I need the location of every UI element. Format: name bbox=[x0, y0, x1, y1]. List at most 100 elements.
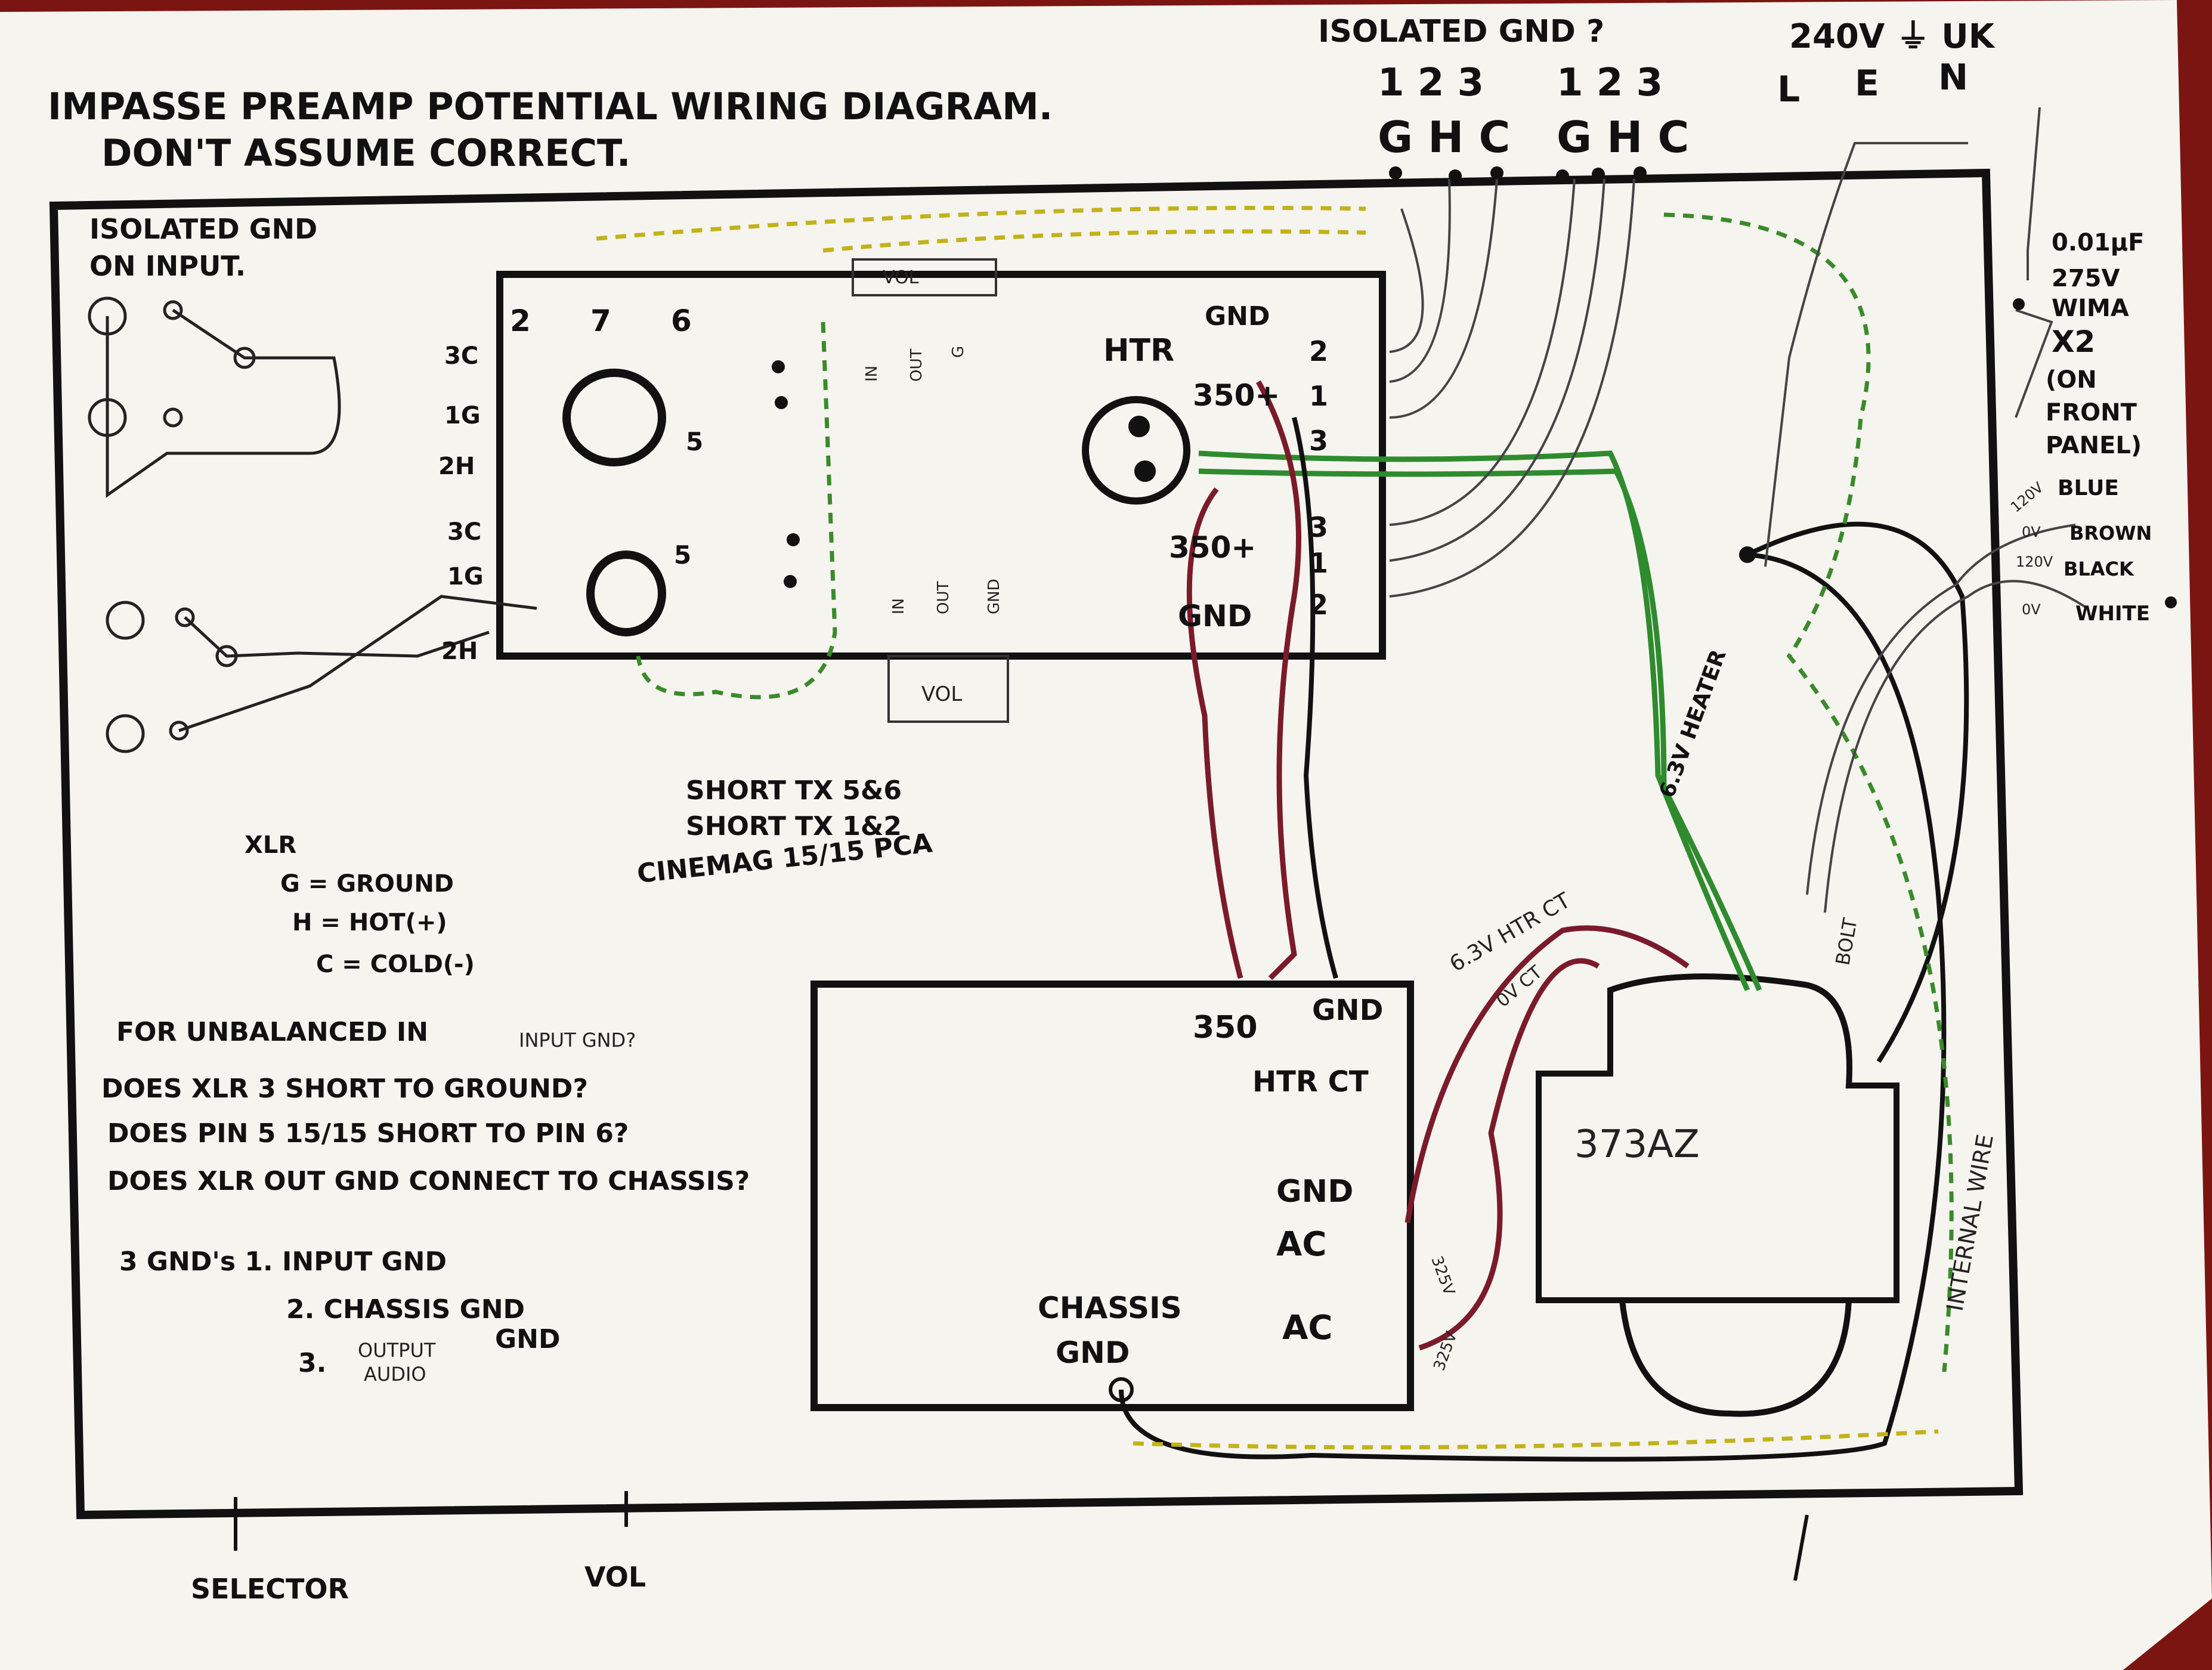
psu-gnd-mid: GND bbox=[1276, 1174, 1353, 1210]
psu-chassis-2: GND bbox=[1056, 1335, 1130, 1370]
mains-wire-white: WHITE bbox=[2075, 602, 2150, 626]
xlr-b-numbers: 1 2 3 bbox=[1557, 61, 1663, 105]
vol-top-out: OUT bbox=[908, 349, 926, 382]
title-line1: IMPASSE PREAMP POTENTIAL WIRING DIAGRAM. bbox=[48, 85, 1053, 128]
gnds-3-audio: AUDIO bbox=[364, 1363, 426, 1386]
input-jacks bbox=[88, 296, 537, 753]
cap-front: FRONT bbox=[2046, 399, 2137, 426]
vol-top-label: VOL bbox=[883, 267, 919, 288]
input-lower-1g: 1G bbox=[447, 563, 484, 590]
psu-gnd-top: GND bbox=[1312, 994, 1383, 1027]
vol-bot-in: IN bbox=[890, 598, 908, 614]
psu-ac-2: AC bbox=[1282, 1309, 1332, 1347]
xlr-legend-c: C = COLD(-) bbox=[316, 951, 475, 978]
title-line2: DON'T ASSUME CORRECT. bbox=[101, 131, 630, 175]
question-3: DOES PIN 5 15/15 SHORT TO PIN 6? bbox=[107, 1118, 629, 1149]
gnds-3a: 3. bbox=[298, 1348, 326, 1378]
right-pin-2b: 2 bbox=[1309, 589, 1328, 621]
tube-socket bbox=[1082, 396, 1190, 505]
input-gnd-above: INPUT GND? bbox=[519, 1029, 636, 1052]
front-selector-label: SELECTOR bbox=[191, 1573, 349, 1605]
tx-pin-5a: 5 bbox=[686, 427, 703, 456]
cap-value: 0.01µF bbox=[2052, 229, 2144, 256]
amp-gnd-top: GND bbox=[1205, 301, 1270, 332]
amp-pin-6: 6 bbox=[671, 304, 692, 338]
input-transformers bbox=[562, 369, 666, 636]
psu-chassis-1: CHASSIS bbox=[1038, 1291, 1182, 1325]
vol-top-g: G bbox=[949, 346, 967, 358]
gnds-2: 2. CHASSIS GND bbox=[286, 1294, 525, 1325]
isolated-gnd-note-2: ON INPUT. bbox=[89, 250, 246, 282]
chassis-outline bbox=[49, 168, 2024, 1520]
mains-voltage: 240V ⏚ UK bbox=[1789, 17, 1996, 56]
transformer-body bbox=[1536, 973, 1899, 1303]
question-2: DOES XLR 3 SHORT TO GROUND? bbox=[101, 1074, 588, 1104]
vol-pot-bottom bbox=[887, 655, 1009, 723]
xlr-legend-h: H = HOT(+) bbox=[292, 909, 447, 936]
mains-wire-blue: BLUE bbox=[2058, 476, 2119, 500]
right-pin-1b: 1 bbox=[1309, 547, 1328, 579]
xlr-a-letters: G H C bbox=[1378, 112, 1510, 162]
input-upper-2h: 2H bbox=[438, 453, 475, 480]
cap-on: (ON bbox=[2046, 366, 2097, 394]
question-1: FOR UNBALANCED IN bbox=[116, 1017, 428, 1047]
vol-top-in: IN bbox=[863, 366, 881, 382]
mains-n: N bbox=[1938, 57, 1968, 98]
mains-wire-brown: BROWN bbox=[2069, 522, 2152, 545]
vol-bot-gnd: GND bbox=[985, 579, 1003, 614]
cap-voltage: 275V bbox=[2052, 265, 2120, 292]
htr-label: HTR bbox=[1103, 333, 1174, 369]
shield-wire-yellow-green bbox=[596, 206, 1954, 1450]
transformer-model: 373AZ bbox=[1574, 1122, 1700, 1167]
gnds-title: 3 GND's 1. INPUT GND bbox=[119, 1247, 447, 1277]
isolated-gnd-note-1: ISOLATED GND bbox=[89, 213, 317, 245]
psu-ac-1: AC bbox=[1276, 1225, 1326, 1264]
xlr-isolated-label: ISOLATED GND ? bbox=[1318, 14, 1604, 50]
xlr-b-letters: G H C bbox=[1557, 112, 1689, 162]
front-panel-ticks bbox=[234, 1491, 1809, 1581]
mains-l: L bbox=[1777, 69, 1800, 110]
vol-bottom-label: VOL bbox=[921, 682, 962, 706]
mains-wire-v4: 0V bbox=[2022, 601, 2041, 618]
signal-wires bbox=[1389, 107, 2089, 913]
right-pin-2a: 2 bbox=[1309, 335, 1328, 367]
cap-panel: PANEL) bbox=[2046, 432, 2142, 459]
amp-gnd-bottom: GND bbox=[1178, 599, 1252, 633]
right-pin-3a: 3 bbox=[1309, 425, 1328, 457]
pin-dots bbox=[772, 166, 2177, 1402]
b-plus-wire-red bbox=[1186, 380, 1690, 1351]
right-pin-3b: 3 bbox=[1309, 511, 1328, 543]
tx-pin-5b: 5 bbox=[674, 540, 691, 570]
note-short-2: SHORT TX 1&2 bbox=[686, 811, 902, 842]
input-lower-2h: 2H bbox=[441, 638, 478, 665]
xlr-a-numbers: 1 2 3 bbox=[1378, 61, 1484, 105]
xlr-legend-title: XLR bbox=[245, 831, 296, 859]
gnds-3b: GND bbox=[495, 1324, 560, 1354]
note-short-1: SHORT TX 5&6 bbox=[686, 775, 902, 806]
input-upper-3c: 3C bbox=[444, 342, 478, 370]
cap-class: X2 bbox=[2052, 324, 2095, 359]
input-upper-1g: 1G bbox=[444, 402, 481, 429]
heater-wire-green bbox=[1198, 450, 1762, 991]
transformer-base bbox=[1619, 1300, 1852, 1417]
mains-e: E bbox=[1855, 63, 1879, 104]
amp-pin-7: 7 bbox=[590, 304, 611, 338]
amp-pin-2: 2 bbox=[510, 304, 531, 338]
mains-wire-black: BLACK bbox=[2063, 558, 2134, 580]
input-lower-3c: 3C bbox=[447, 518, 481, 546]
vol-pot-top bbox=[852, 258, 997, 296]
cap-brand: WIMA bbox=[2052, 295, 2129, 322]
right-pin-1a: 1 bbox=[1309, 380, 1328, 412]
vol-bot-out: OUT bbox=[935, 582, 952, 614]
front-vol-label: VOL bbox=[584, 1561, 646, 1593]
question-4: DOES XLR OUT GND CONNECT TO CHASSIS? bbox=[107, 1166, 750, 1196]
mains-wire-v2: 0V bbox=[2022, 524, 2041, 540]
xlr-legend-g: G = GROUND bbox=[280, 870, 454, 898]
psu-htr-ct: HTR CT bbox=[1252, 1065, 1369, 1099]
ground-wire-black bbox=[1119, 417, 1969, 1462]
gnds-3-output: OUTPUT bbox=[358, 1339, 436, 1362]
b350-bottom: 350+ bbox=[1169, 530, 1256, 565]
